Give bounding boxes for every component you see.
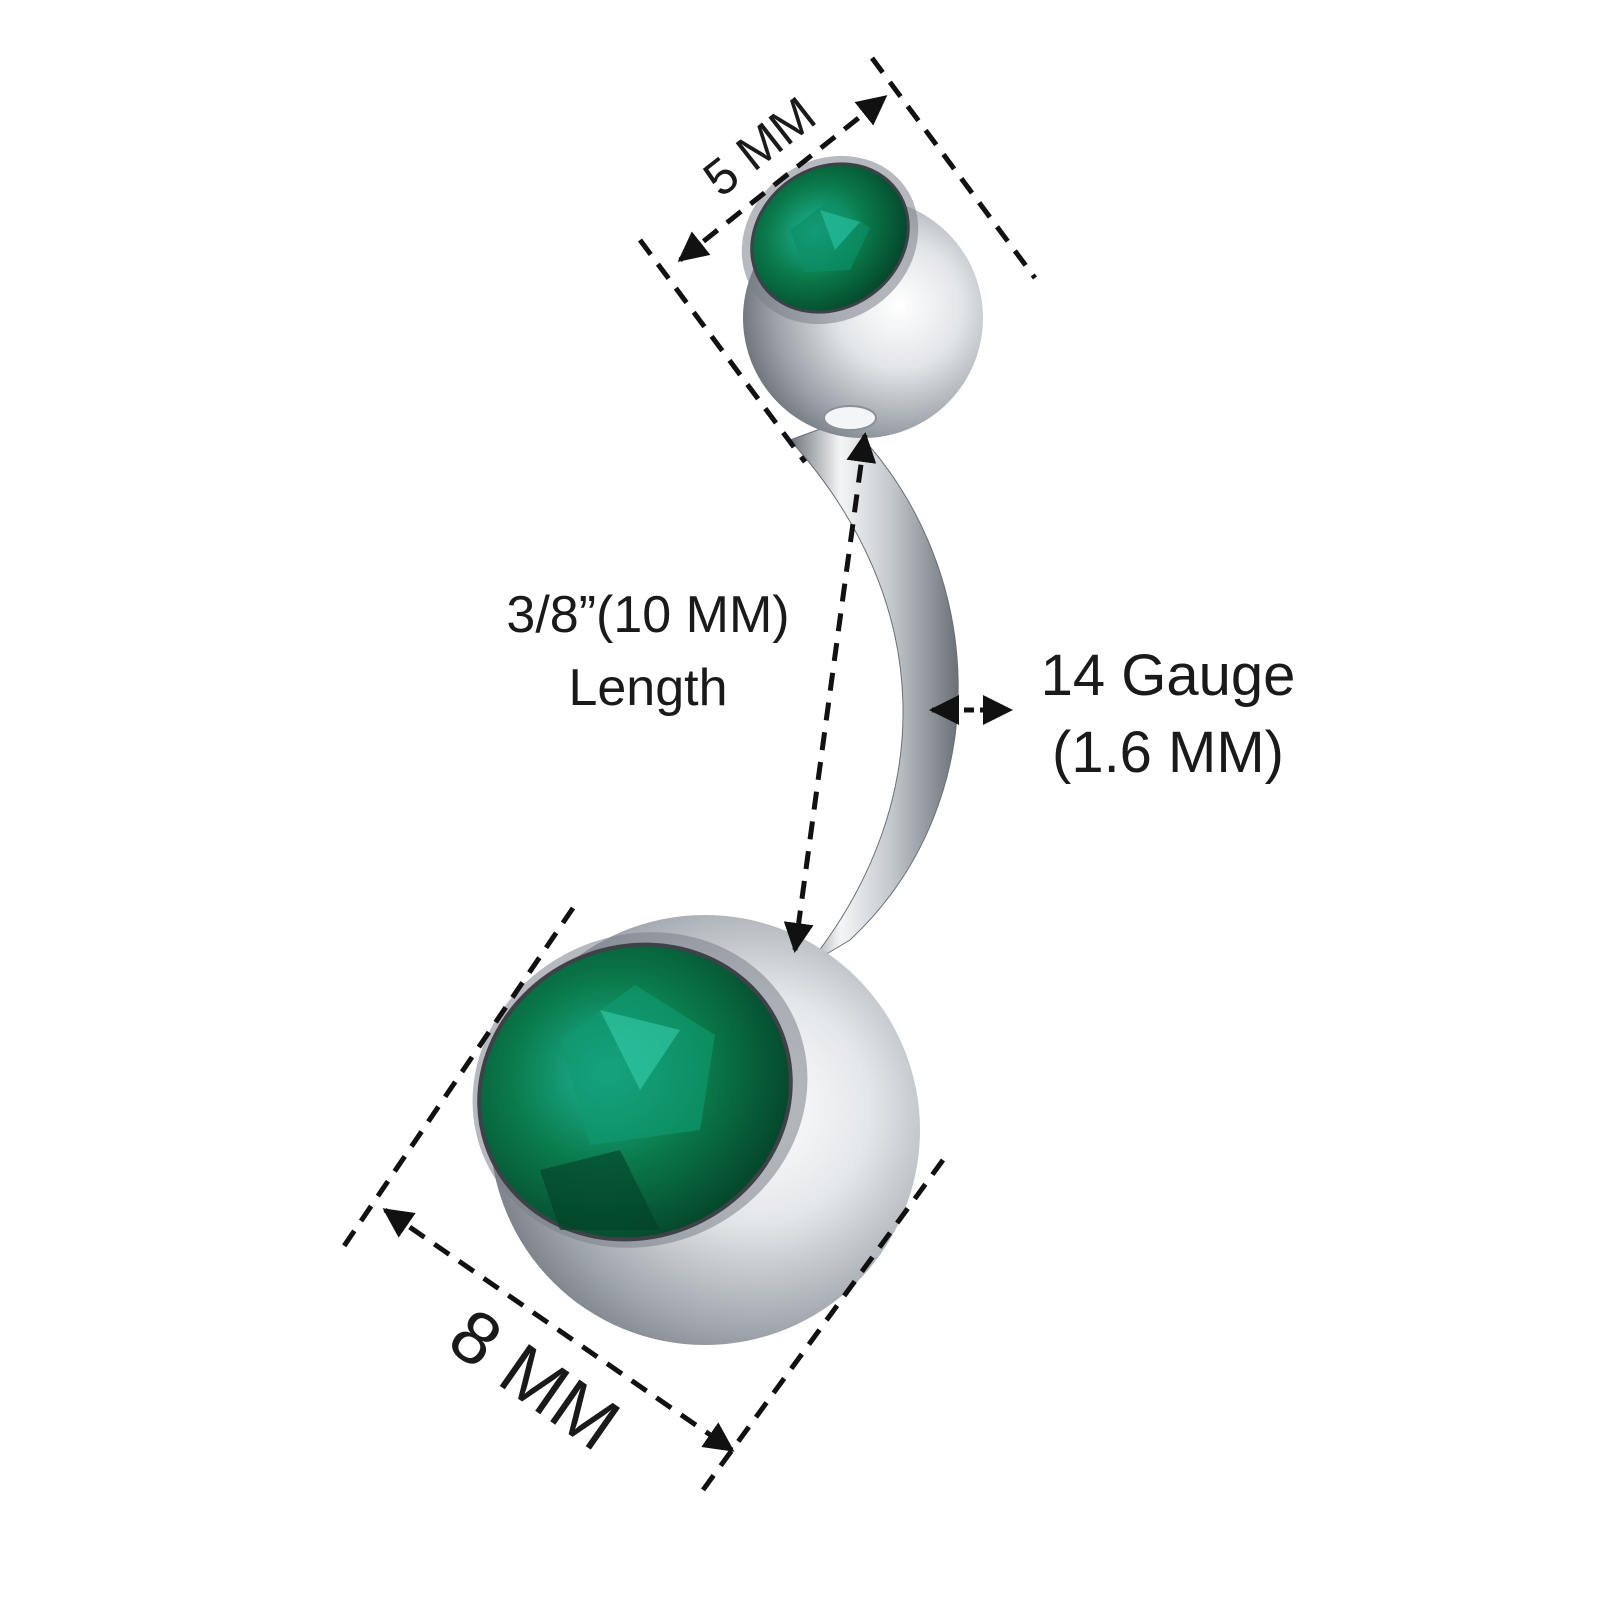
gauge-label-line2: (1.6 MM) [1052, 720, 1284, 785]
bottom-ball [472, 915, 920, 1345]
gauge-label-line1: 14 Gauge [1041, 643, 1296, 708]
dimension-lines [337, 56, 1038, 1492]
barbell-bar [789, 419, 959, 966]
length-label-line1: 3/8”(10 MM) [506, 586, 789, 644]
length-label-line2: Length [568, 659, 727, 717]
